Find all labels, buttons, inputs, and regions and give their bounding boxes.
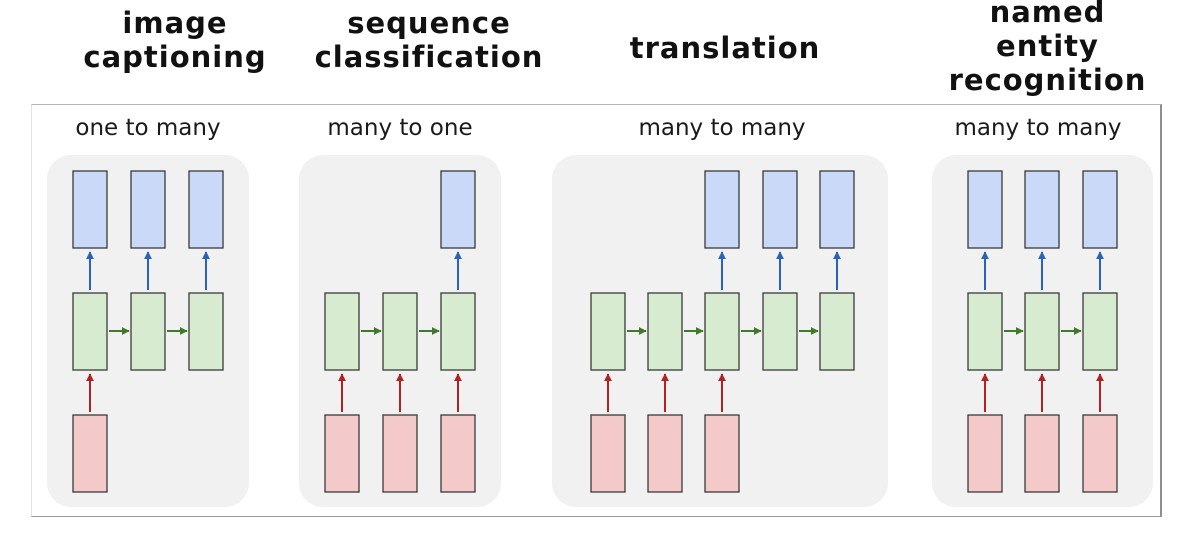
output-box: [819, 170, 855, 249]
output-box: [762, 170, 798, 249]
hidden-state-box: [967, 292, 1003, 371]
hidden-state-box: [440, 292, 476, 371]
hidden-state-box: [382, 292, 418, 371]
input-box: [704, 414, 740, 493]
label-many-to-one: many to one: [327, 115, 473, 141]
hidden-state-box: [819, 292, 855, 371]
output-box: [967, 170, 1003, 249]
hidden-state-box: [590, 292, 626, 371]
output-box: [704, 170, 740, 249]
input-box: [324, 414, 360, 493]
output-box: [72, 170, 108, 249]
hidden-state-box: [188, 292, 224, 371]
input-box: [647, 414, 683, 493]
hidden-state-box: [324, 292, 360, 371]
label-many-to-many-translation: many to many: [638, 115, 806, 141]
hidden-state-box: [72, 292, 108, 371]
output-box: [1024, 170, 1060, 249]
output-box: [130, 170, 166, 249]
input-box: [967, 414, 1003, 493]
title-translation: translation: [629, 31, 821, 65]
title-named-entity-recognition: named entity recognition: [948, 0, 1147, 97]
hidden-state-box: [704, 292, 740, 371]
input-box: [382, 414, 418, 493]
input-box: [72, 414, 108, 493]
hidden-state-box: [1024, 292, 1060, 371]
input-box: [1024, 414, 1060, 493]
output-box: [188, 170, 224, 249]
input-box: [440, 414, 476, 493]
label-one-to-many: one to many: [75, 115, 221, 141]
hidden-state-box: [647, 292, 683, 371]
title-image-captioning: image captioning: [83, 6, 267, 74]
title-sequence-classification: sequence classification: [314, 6, 544, 74]
input-box: [590, 414, 626, 493]
hidden-state-box: [130, 292, 166, 371]
input-box: [1082, 414, 1118, 493]
output-box: [440, 170, 476, 249]
hidden-state-box: [1082, 292, 1118, 371]
hidden-state-box: [762, 292, 798, 371]
label-many-to-many-ner: many to many: [954, 115, 1122, 141]
output-box: [1082, 170, 1118, 249]
